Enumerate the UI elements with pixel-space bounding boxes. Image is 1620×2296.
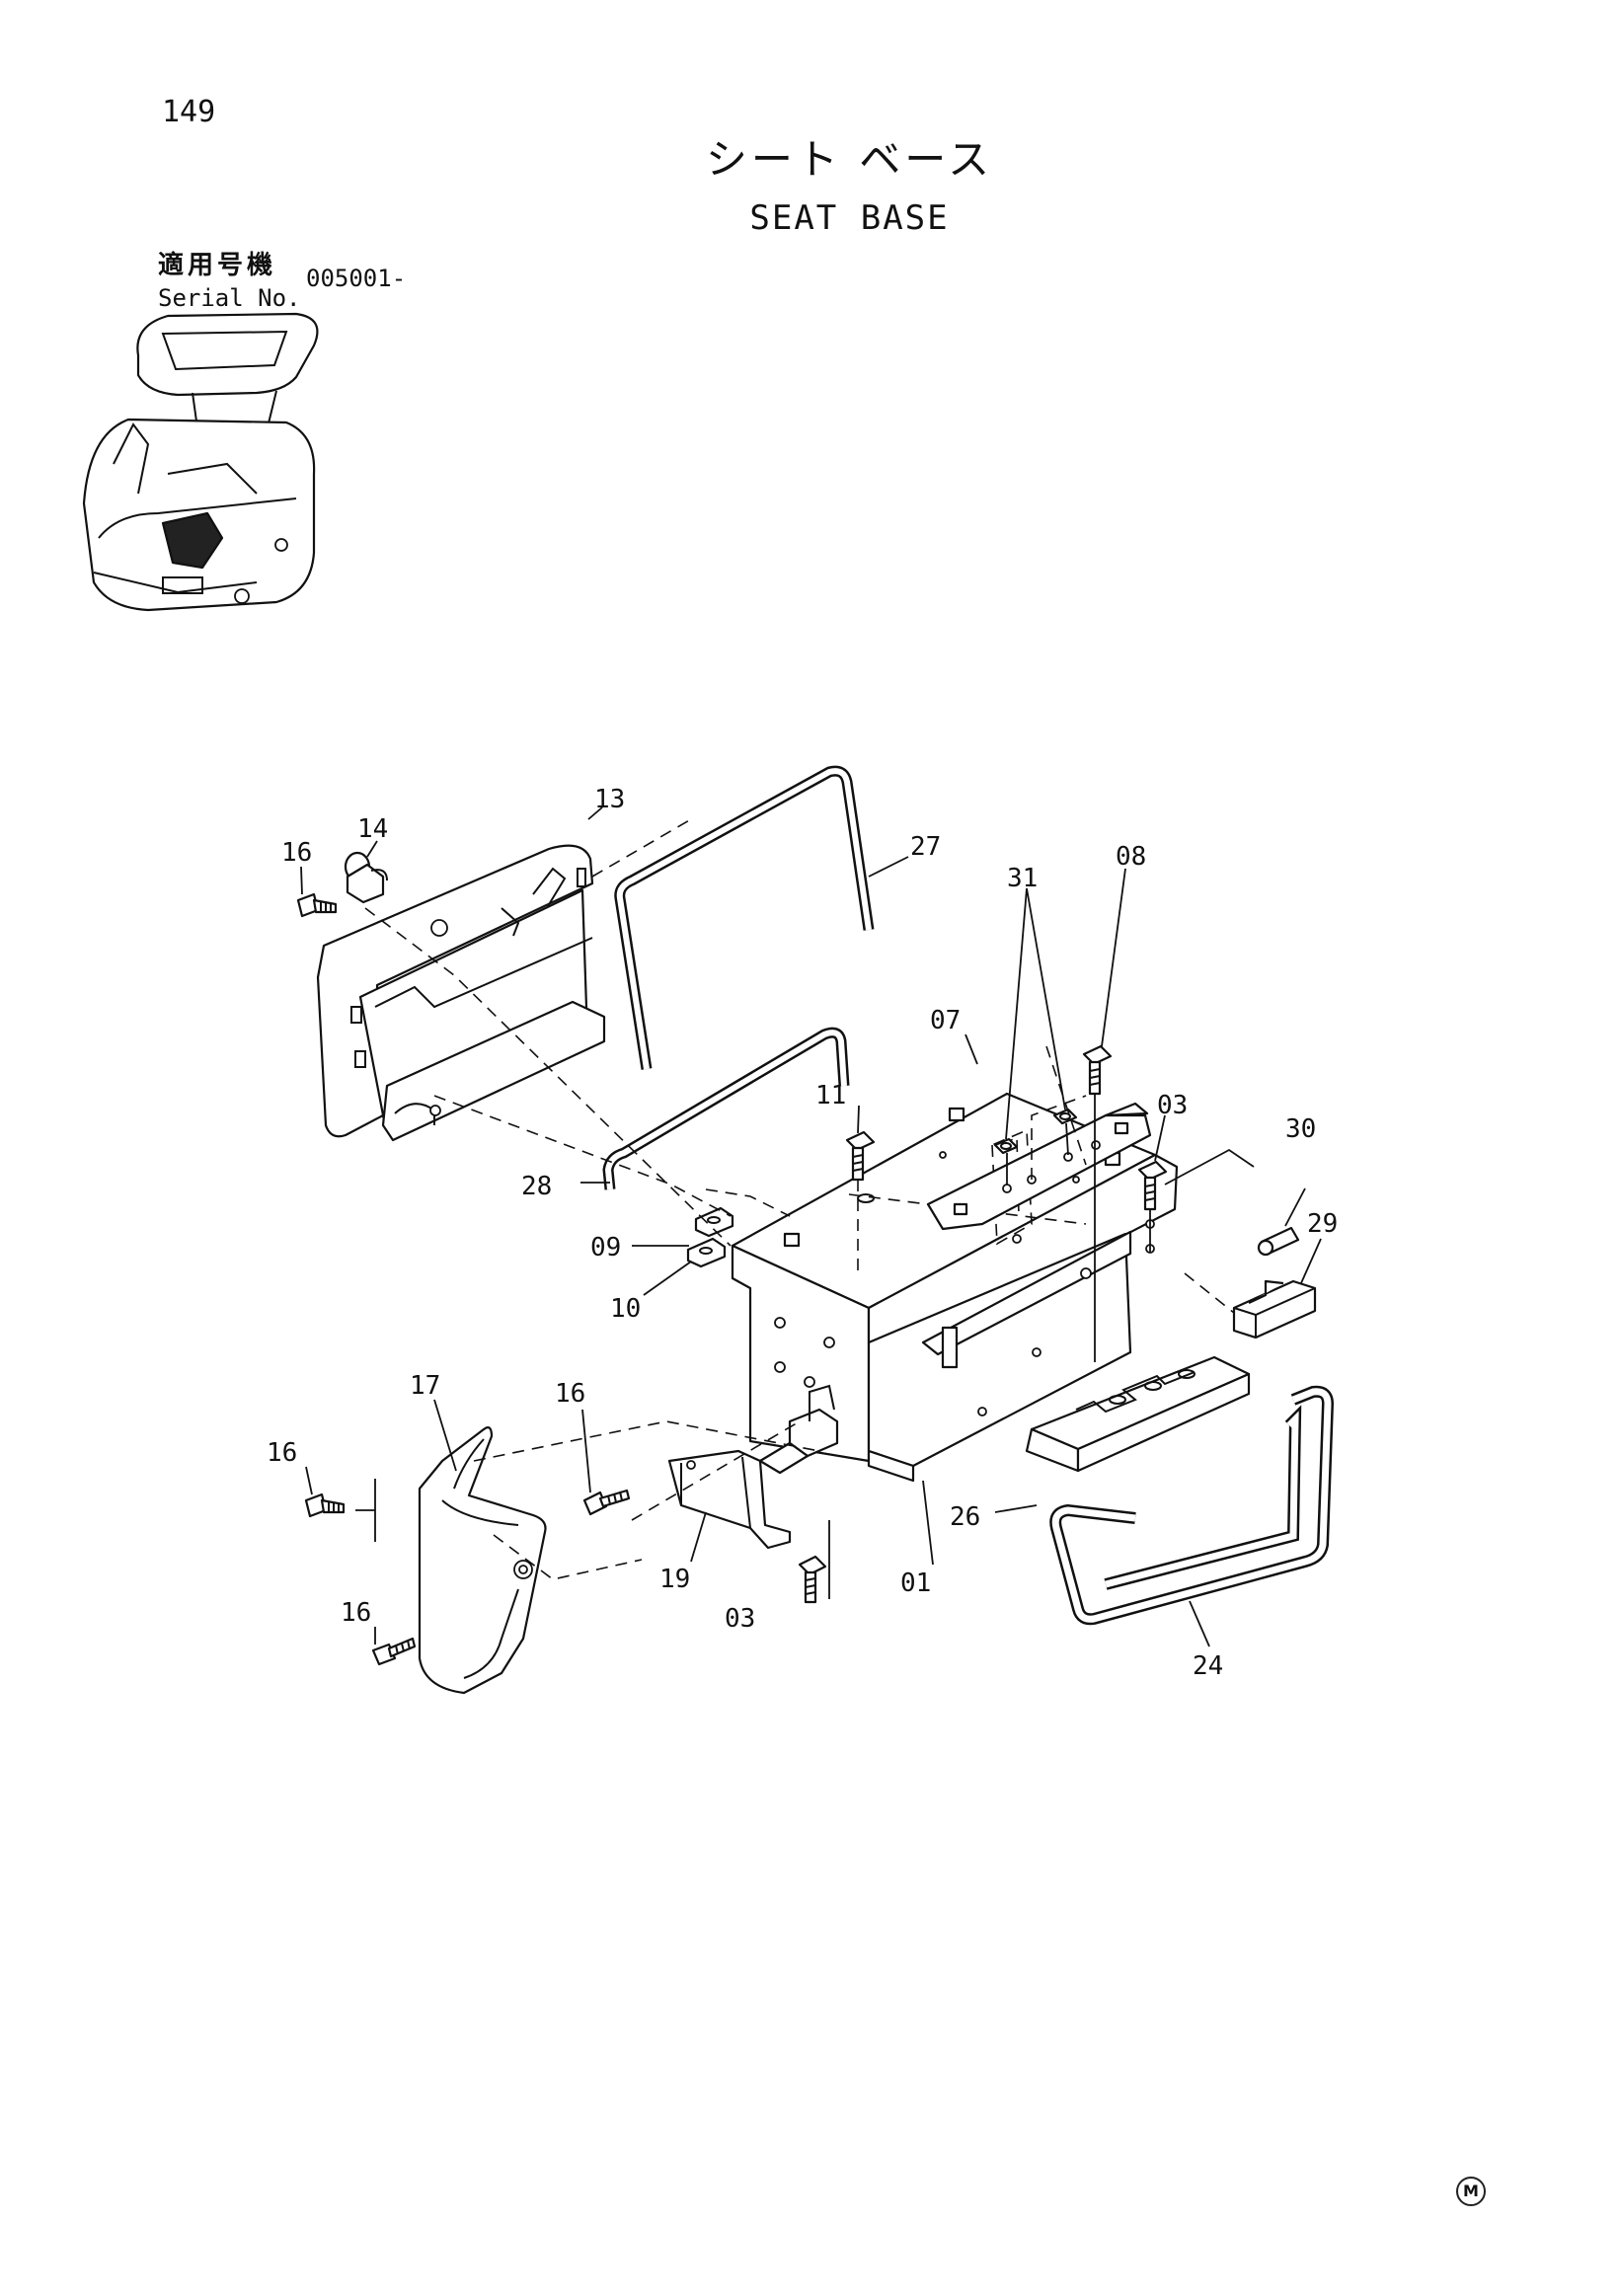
callout-26: 26 — [950, 1502, 980, 1532]
callout-03-upper: 03 — [1157, 1091, 1188, 1120]
serial-number-value: 005001- — [306, 265, 407, 292]
part-03-bolt-b — [798, 1520, 830, 1604]
callout-30: 30 — [1285, 1114, 1316, 1144]
m-mark-symbol: M — [1456, 2177, 1486, 2206]
serial-label-english: Serial No. — [158, 284, 301, 312]
part-27-weather-strip — [614, 765, 875, 1070]
title-japanese: シート ベース — [705, 135, 994, 184]
callout-labels: 13 14 16 27 31 08 07 11 03 30 29 28 09 1… — [267, 785, 1338, 1681]
callout-11: 11 — [815, 1081, 846, 1110]
part-26-pad — [1025, 1355, 1251, 1473]
callout-28: 28 — [521, 1172, 552, 1201]
callout-24: 24 — [1193, 1651, 1223, 1681]
callout-01: 01 — [900, 1569, 931, 1598]
callout-13: 13 — [594, 785, 625, 814]
callout-16-top: 16 — [281, 838, 312, 868]
part-31-nuts — [993, 1108, 1078, 1185]
callout-31: 31 — [1007, 864, 1038, 893]
part-16-bolt-a — [296, 892, 338, 918]
part-19-bracket — [667, 1384, 839, 1550]
part-16-bolt-b — [304, 1492, 346, 1518]
callout-17: 17 — [410, 1371, 440, 1401]
callout-16-bottom: 16 — [341, 1598, 371, 1628]
page-number: 149 — [162, 95, 216, 129]
callout-07: 07 — [930, 1006, 961, 1035]
part-13-front-cover — [316, 844, 606, 1142]
part-29-bracket — [1184, 1272, 1317, 1339]
callout-19: 19 — [659, 1565, 690, 1594]
part-24-seal-frame — [1049, 1385, 1335, 1626]
assembly-dash-lines — [355, 818, 1087, 1580]
callout-03-lower: 03 — [725, 1604, 755, 1634]
callout-leaders — [300, 806, 1322, 1647]
part-28-strip — [602, 1027, 850, 1190]
part-10-clip — [686, 1237, 727, 1268]
callout-08: 08 — [1116, 842, 1146, 872]
part-09-clip — [694, 1188, 791, 1238]
part-16-bolt-c — [582, 1489, 631, 1516]
callout-27: 27 — [910, 832, 941, 862]
machine-thumbnail — [82, 312, 319, 612]
callout-10: 10 — [610, 1294, 641, 1324]
part-30-pin — [1164, 1148, 1300, 1257]
callout-14: 14 — [357, 814, 388, 844]
callout-29: 29 — [1307, 1209, 1338, 1239]
part-17-side-cover — [418, 1426, 547, 1695]
callout-16-middle: 16 — [555, 1379, 585, 1409]
part-08-bolt — [1082, 1044, 1113, 1362]
title-block: シート ベース SEAT BASE — [0, 126, 1620, 238]
title-english: SEAT BASE — [749, 198, 950, 238]
callout-09: 09 — [590, 1233, 621, 1263]
serial-label-japanese: 適用号機 — [158, 251, 277, 280]
part-14-latch — [344, 851, 388, 904]
part-03-bolt-a — [1137, 1160, 1168, 1252]
callout-16-left: 16 — [267, 1438, 297, 1468]
part-16-bolt-d — [371, 1637, 417, 1666]
part-11-bolt — [845, 1130, 876, 1273]
